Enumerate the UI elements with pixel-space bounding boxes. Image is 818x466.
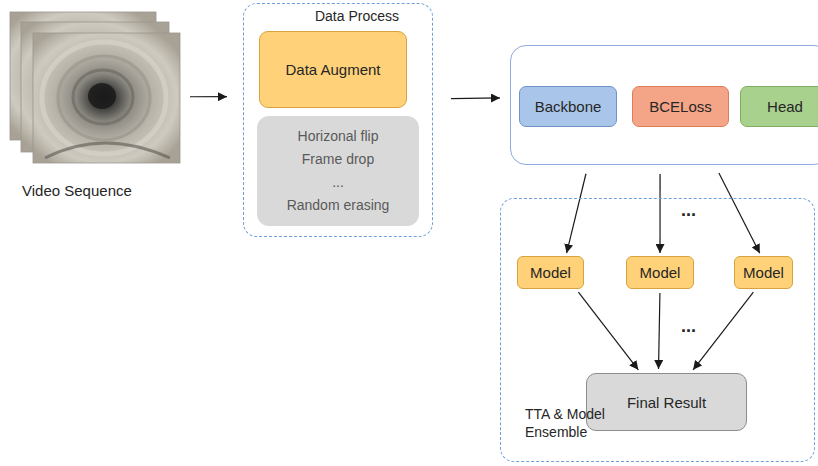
flow-arrow (567, 174, 586, 253)
model-box: Model (626, 256, 694, 289)
backbone-box: Backbone (519, 86, 617, 127)
flow-arrow (659, 293, 660, 369)
head-box: Head (740, 86, 818, 127)
box-label: Model (743, 264, 784, 281)
box-label: Final Result (627, 394, 706, 411)
flow-arrow (578, 292, 638, 370)
flow-arrow (659, 174, 660, 253)
box-label: Data Augment (285, 61, 380, 78)
front-frame (33, 33, 180, 163)
flow-arrow (190, 96, 227, 97)
video-sequence-input: Video Sequence (10, 10, 180, 165)
result-box: Final Result (586, 373, 747, 431)
flow-arrow (719, 173, 760, 253)
loss-box: BCELoss (632, 86, 729, 127)
list-item: Horizonal flip (298, 125, 379, 148)
list-item: Random erasing (287, 194, 390, 217)
data-process-group: Data ProcessData AugmentHorizonal flipFr… (243, 3, 433, 237)
group-title: Data Process (282, 8, 432, 24)
box-label: Backbone (535, 98, 602, 115)
flow-arrow (693, 292, 753, 370)
flow-arrow (451, 97, 500, 99)
model-box: Model (517, 256, 584, 289)
box-label: Head (767, 98, 803, 115)
list-item: ... (332, 171, 344, 194)
ellipsis-mark: ... (681, 316, 696, 337)
box-label: Model (640, 264, 681, 281)
box-label: BCELoss (649, 98, 712, 115)
ellipsis-mark: ... (681, 200, 696, 221)
list-item: Frame drop (302, 148, 374, 171)
model-box: Model (734, 256, 793, 289)
ensemble-group: TTA & Model Ensemble Model Model ModelFinal… (500, 198, 815, 462)
augment-list-box: Horizonal flipFrame drop...Random erasin… (257, 116, 419, 226)
process-box: Data Augment (259, 31, 407, 108)
box-label: Model (530, 264, 571, 281)
input-caption: Video Sequence (22, 182, 132, 199)
group-title: TTA & Model Ensemble (525, 405, 637, 441)
model-structure-box: Backbone BCELoss Head (510, 45, 818, 165)
